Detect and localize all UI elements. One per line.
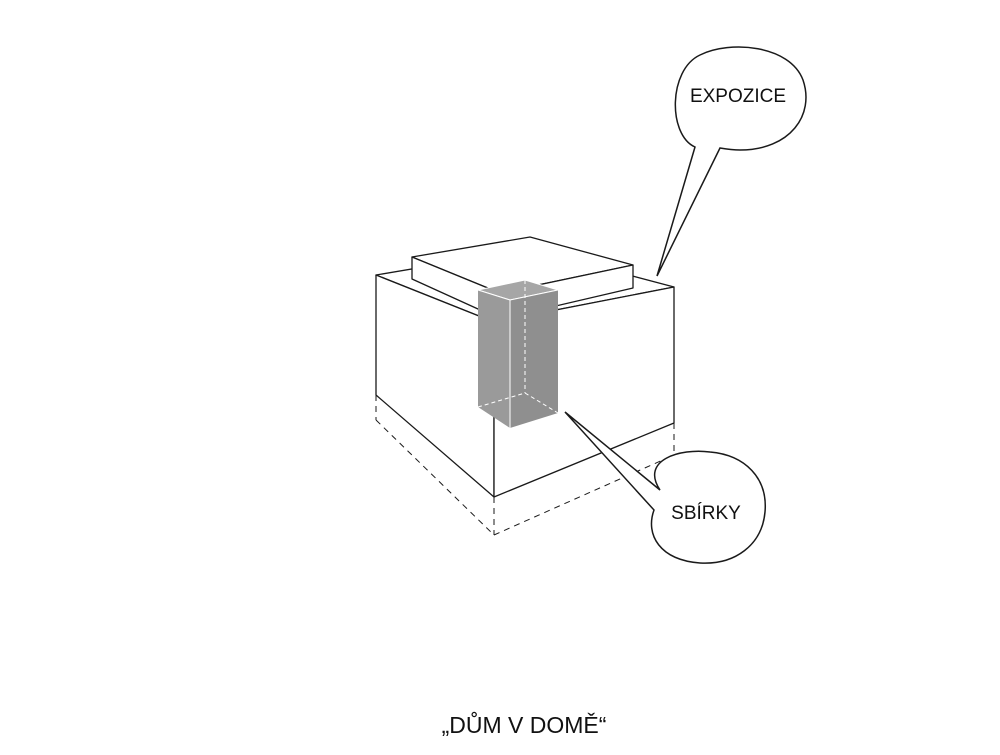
core-left-face (478, 290, 510, 428)
expozice-bubble (656, 46, 807, 277)
sbirky-label: SBÍRKY (671, 503, 741, 524)
sbirky-bubble (564, 411, 766, 564)
foundation-dashed-outline (375, 395, 675, 536)
sbirky-callout: SBÍRKY (564, 411, 766, 564)
collections-core (476, 279, 559, 428)
diagram-caption: „DŮM V DOMĚ“ (442, 710, 607, 738)
expozice-callout: EXPOZICE (656, 46, 807, 277)
core-right-face (510, 290, 558, 428)
expozice-label: EXPOZICE (690, 86, 786, 107)
